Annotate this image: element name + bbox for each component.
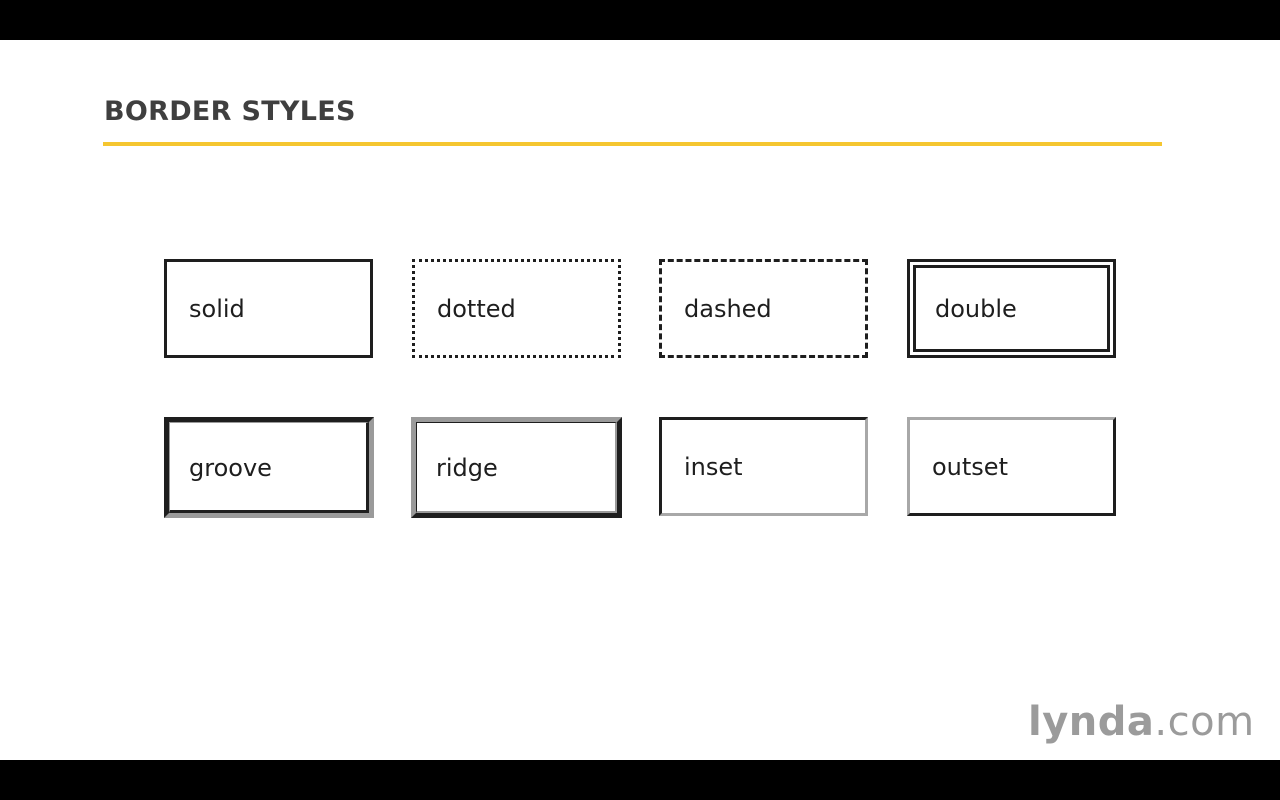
border-demo-double: double <box>907 259 1116 358</box>
letterbox-bottom <box>0 760 1280 800</box>
border-demo-dotted: dotted <box>412 259 621 358</box>
border-demo-ridge: ridge <box>411 417 622 518</box>
border-demo-label: solid <box>189 294 245 323</box>
letterbox-top <box>0 0 1280 40</box>
border-demo-label: ridge <box>436 453 498 482</box>
border-demo-solid: solid <box>164 259 373 358</box>
border-demo-label: inset <box>684 452 743 481</box>
border-demo-outset: outset <box>907 417 1116 516</box>
watermark-brand: lynda <box>1028 699 1155 745</box>
border-demo-groove: groove <box>164 417 374 518</box>
slide: BORDER STYLES solid dotted dashed double… <box>0 40 1280 760</box>
border-demo-label: double <box>935 294 1017 323</box>
border-demo-label: groove <box>189 453 272 482</box>
lynda-watermark-logo: lynda.com <box>1028 698 1255 746</box>
border-demo-label: outset <box>932 452 1008 481</box>
slide-title: BORDER STYLES <box>104 96 356 127</box>
title-underline <box>103 142 1162 146</box>
watermark-suffix: .com <box>1154 699 1255 745</box>
border-demo-dashed: dashed <box>659 259 868 358</box>
border-demo-label: dotted <box>437 294 516 323</box>
border-demo-inset: inset <box>659 417 868 516</box>
border-demo-label: dashed <box>684 294 772 323</box>
